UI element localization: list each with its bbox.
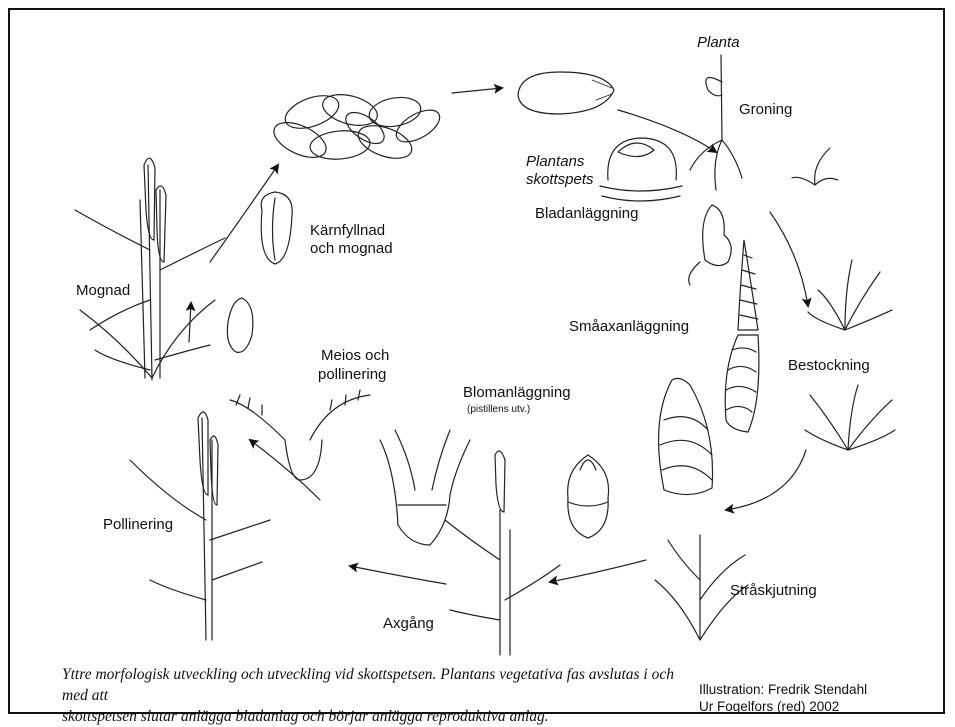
germinating-plant-drawing (690, 55, 742, 190)
spikelet-initiation-drawing (689, 205, 731, 285)
label-pollinering-sub: pollinering (318, 366, 386, 384)
shoot-apex-drawing (600, 138, 682, 201)
label-skottspets: skottspets (526, 171, 594, 189)
seed-pile-drawing (269, 89, 445, 165)
label-plantans: Plantans (526, 153, 584, 171)
meiosis-flower-drawing (230, 390, 370, 480)
figure-caption: Yttre morfologisk utveckling och utveckl… (62, 664, 702, 727)
tillering-plant-drawing (805, 260, 895, 450)
arrow-straskjutning-to-axgang (550, 560, 646, 582)
arrow-seeds-to-seed (452, 88, 502, 93)
credit-line-2: Ur Fogelfors (red) 2002 (699, 698, 867, 715)
pistil-drawing (568, 455, 609, 538)
label-axgang: Axgång (383, 615, 434, 633)
label-bladanlaggning: Bladanläggning (535, 205, 638, 223)
grain-drawings (227, 192, 292, 352)
floret-drawing (380, 430, 470, 545)
label-meios: Meios och (321, 347, 389, 365)
arrow-mognad-to-seeds (210, 165, 278, 262)
credit-line-1: Illustration: Fredrik Stendahl (699, 681, 867, 698)
sprout-drawing (792, 148, 838, 185)
label-och-mognad: och mognad (310, 240, 393, 258)
label-smaaxanlaggning: Småaxanläggning (569, 318, 689, 336)
label-pistillens: (pistillens utv.) (467, 404, 530, 416)
ear-developing-drawing (659, 240, 759, 495)
label-groning: Groning (739, 101, 792, 119)
caption-line-1: Yttre morfologisk utveckling och utveckl… (62, 664, 702, 706)
label-karnfyllnad: Kärnfyllnad (310, 222, 385, 240)
label-mognad: Mognad (76, 282, 130, 300)
label-bestockning: Bestockning (788, 357, 870, 375)
label-pollinering: Pollinering (103, 516, 173, 534)
label-straskjutning: Stråskjutning (730, 582, 817, 600)
arrow-pollinering-to-flower (250, 440, 320, 500)
arrow-axgang-to-pollinering (350, 566, 446, 584)
label-blomanlaggning: Blomanläggning (463, 384, 571, 402)
heading-plant-drawing (445, 451, 560, 655)
arrow-bestockning-to-straskjutning (726, 450, 806, 510)
caption-line-2: skottspetsen slutar anlägga bladanlag oc… (62, 706, 702, 727)
label-planta: Planta (697, 34, 740, 52)
arrow-shoot-to-bestockning (770, 212, 808, 306)
illustration-credit: Illustration: Fredrik Stendahl Ur Fogelf… (699, 681, 867, 715)
mature-plant-drawing (75, 158, 225, 380)
seed-drawing (518, 72, 614, 114)
